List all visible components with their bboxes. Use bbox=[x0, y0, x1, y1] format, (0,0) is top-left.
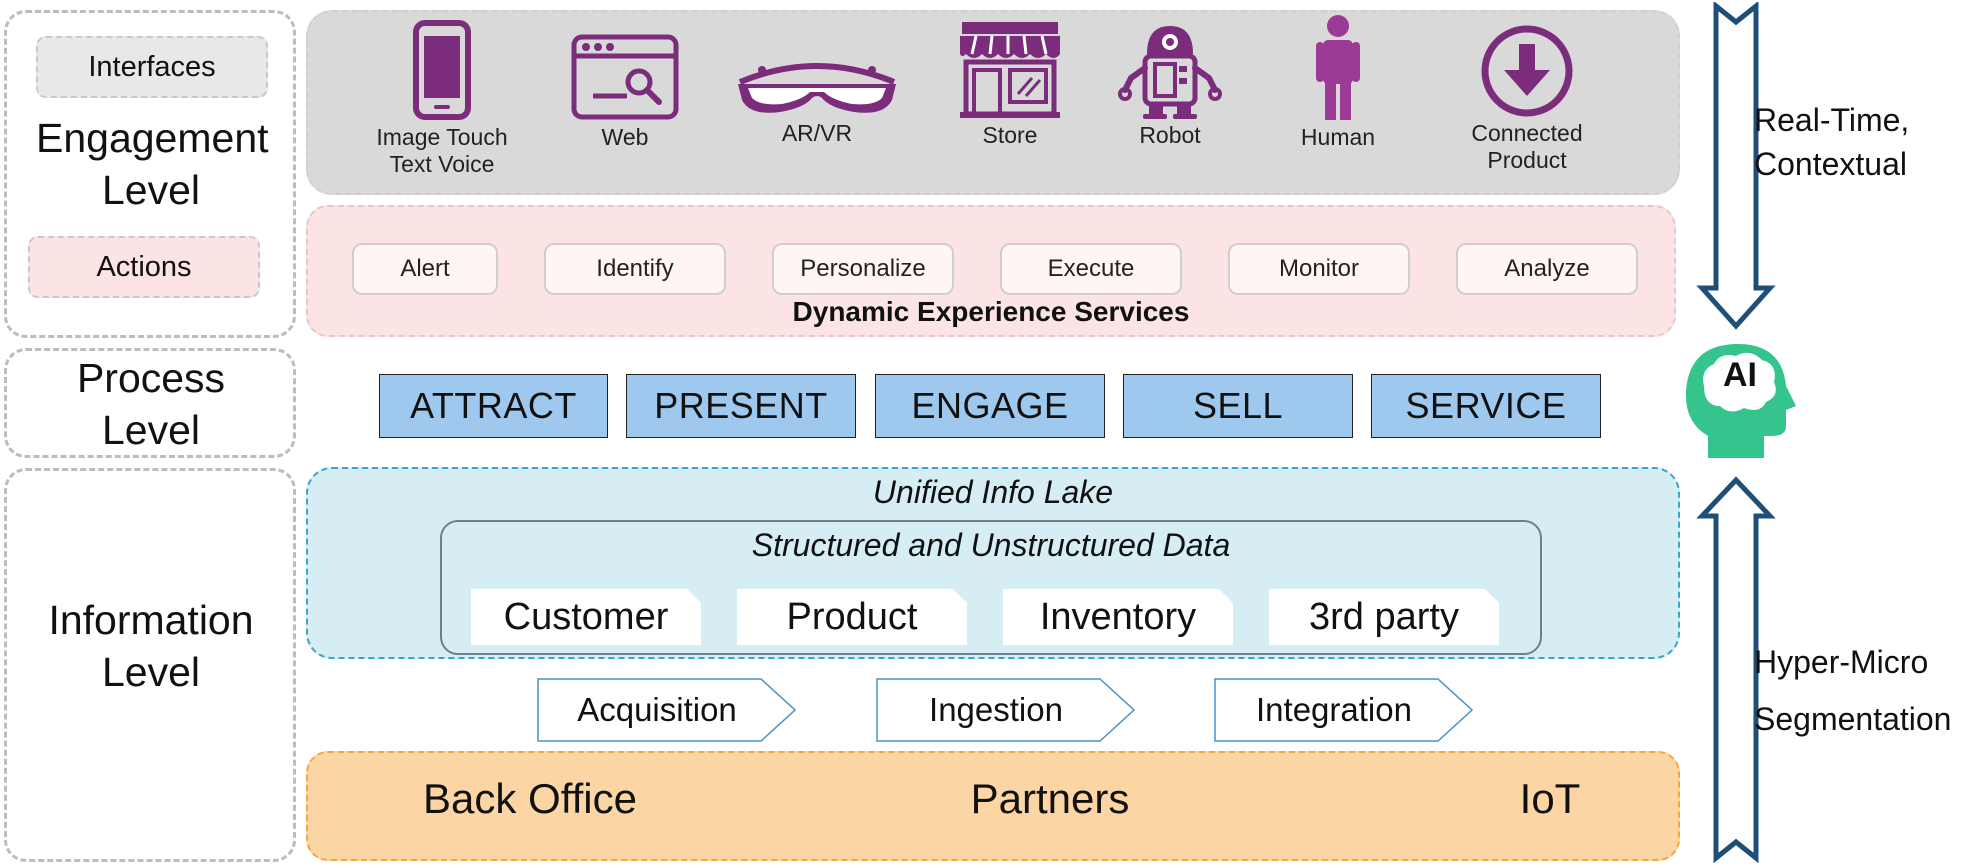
pipeline-step-integration: Integration bbox=[1214, 678, 1474, 742]
engagement-level-panel bbox=[4, 10, 296, 338]
process-level-panel bbox=[4, 348, 296, 458]
interface-item-store: Store bbox=[930, 18, 1090, 149]
interface-item-robot: Robot bbox=[1090, 20, 1250, 149]
data-card-customer: Customer bbox=[471, 589, 701, 645]
down-arrow bbox=[1696, 2, 1776, 330]
process-step-present: PRESENT bbox=[626, 374, 856, 438]
download-circle-icon bbox=[1480, 24, 1574, 118]
data-card-inventory: Inventory bbox=[1003, 589, 1233, 645]
interface-item-web: Web bbox=[545, 34, 705, 151]
dynamic-experience-services-panel bbox=[306, 205, 1676, 337]
interface-label: AR/VR bbox=[781, 120, 853, 146]
interface-item-ar-vr: AR/VR bbox=[732, 50, 902, 147]
services-title: Dynamic Experience Services bbox=[792, 296, 1190, 327]
interfaces-tag: Interfaces bbox=[36, 36, 268, 98]
information-level-panel bbox=[4, 468, 296, 862]
process-step-attract: ATTRACT bbox=[379, 374, 608, 438]
interface-label: Human bbox=[1300, 124, 1376, 150]
actions-tag-label: Actions bbox=[96, 250, 192, 283]
process-step-sell: SELL bbox=[1123, 374, 1353, 438]
smartphone-icon bbox=[412, 20, 472, 120]
action-analyze: Analyze bbox=[1456, 243, 1638, 295]
engagement-level-title: Engagement Level bbox=[36, 115, 269, 213]
source-back-office: Back Office bbox=[423, 775, 637, 822]
store-icon bbox=[958, 18, 1062, 120]
info-lake-title: Unified Info Lake bbox=[872, 474, 1114, 510]
robot-icon bbox=[1117, 20, 1223, 120]
interface-item-human: Human bbox=[1258, 14, 1418, 151]
structured-data-box bbox=[440, 520, 1542, 655]
process-step-service: SERVICE bbox=[1371, 374, 1601, 438]
action-execute: Execute bbox=[1000, 243, 1182, 295]
data-card-3rd-party: 3rd party bbox=[1269, 589, 1499, 645]
action-alert: Alert bbox=[352, 243, 498, 295]
interface-label: Store bbox=[982, 122, 1038, 148]
source-iot: IoT bbox=[1519, 775, 1581, 822]
vr-glasses-icon bbox=[734, 50, 900, 120]
action-monitor: Monitor bbox=[1228, 243, 1410, 295]
interface-label: Robot bbox=[1139, 122, 1201, 148]
up-arrow bbox=[1696, 476, 1776, 864]
ai-head-icon: AI bbox=[1680, 340, 1798, 462]
data-card-product: Product bbox=[737, 589, 967, 645]
actions-tag: Actions bbox=[28, 236, 260, 298]
process-level-title: Process Level bbox=[76, 355, 226, 453]
pipeline-step-acquisition: Acquisition bbox=[537, 678, 797, 742]
interface-label: Web bbox=[601, 124, 649, 150]
ai-label: AI bbox=[1723, 356, 1757, 394]
process-step-engage: ENGAGE bbox=[875, 374, 1105, 438]
action-identify: Identify bbox=[544, 243, 726, 295]
action-personalize: Personalize bbox=[772, 243, 954, 295]
source-partners: Partners bbox=[970, 775, 1130, 822]
real-time-contextual-label: Real-Time,Contextual bbox=[1754, 102, 1910, 182]
human-icon bbox=[1315, 14, 1361, 120]
sources-panel bbox=[306, 751, 1680, 861]
interfaces-tag-label: Interfaces bbox=[88, 50, 216, 83]
pipeline-step-ingestion: Ingestion bbox=[876, 678, 1136, 742]
structured-data-title: Structured and Unstructured Data bbox=[751, 527, 1231, 563]
web-search-icon bbox=[571, 34, 679, 120]
information-level-title: Information Level bbox=[48, 597, 254, 695]
